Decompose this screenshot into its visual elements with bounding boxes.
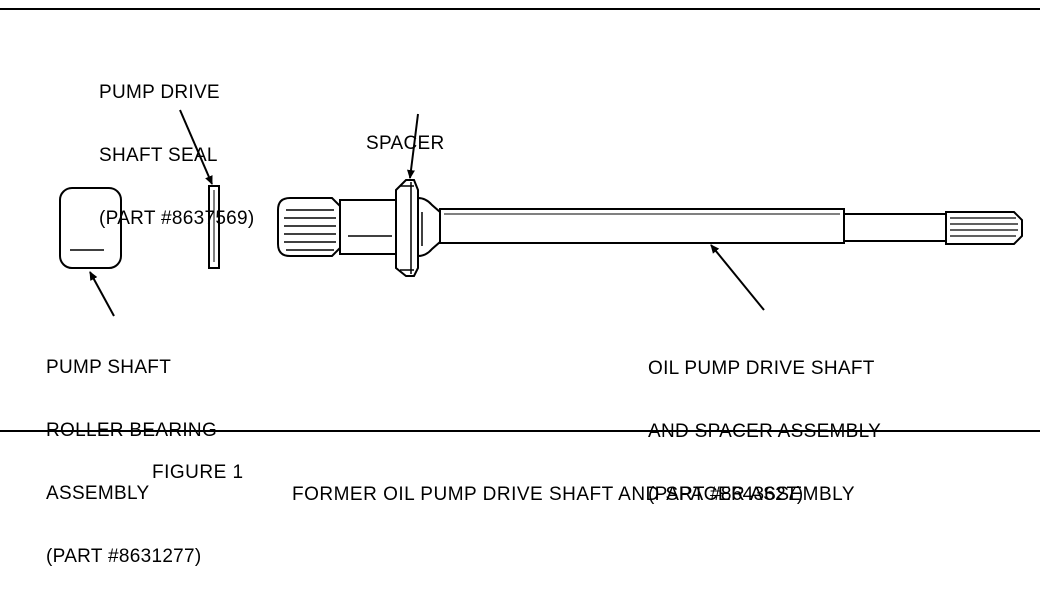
seal-label-line: SHAFT SEAL bbox=[99, 145, 218, 166]
drive-shaft-part bbox=[277, 179, 1023, 277]
figure-number: FIGURE 1 bbox=[152, 462, 244, 483]
figure-caption: FIGURE 1 FORMER OIL PUMP DRIVE SHAFT AND… bbox=[0, 440, 1040, 528]
bearing-label-line: (PART #8631277) bbox=[46, 546, 202, 567]
seal-leader-arrow bbox=[179, 109, 213, 185]
bearing-label-line: ROLLER BEARING bbox=[46, 420, 218, 441]
seal-label-line: PUMP DRIVE bbox=[99, 82, 220, 103]
roller-bearing-part bbox=[59, 187, 122, 269]
shaft-label-line: OIL PUMP DRIVE SHAFT bbox=[648, 358, 875, 379]
bearing-label-line: PUMP SHAFT bbox=[46, 357, 172, 378]
bearing-leader-arrow bbox=[89, 271, 115, 317]
spacer-label: SPACER bbox=[366, 91, 445, 196]
figure: PUMP DRIVE SHAFT SEAL (PART #8637569) SP… bbox=[0, 8, 1040, 567]
seal-label-line: (PART #8637569) bbox=[99, 208, 255, 229]
seal-label: PUMP DRIVE SHAFT SEAL (PART #8637569) bbox=[99, 40, 255, 271]
assembly-drawing bbox=[0, 8, 1040, 432]
shaft-label-line: AND SPACER ASSEMBLY bbox=[648, 421, 882, 442]
figure-title: FORMER OIL PUMP DRIVE SHAFT AND SPACER A… bbox=[292, 484, 856, 505]
shaft-seal-part bbox=[208, 185, 220, 269]
spacer-label-line: SPACER bbox=[366, 133, 445, 154]
shaft-leader-arrow bbox=[710, 244, 765, 311]
spacer-leader-arrow bbox=[407, 113, 419, 179]
